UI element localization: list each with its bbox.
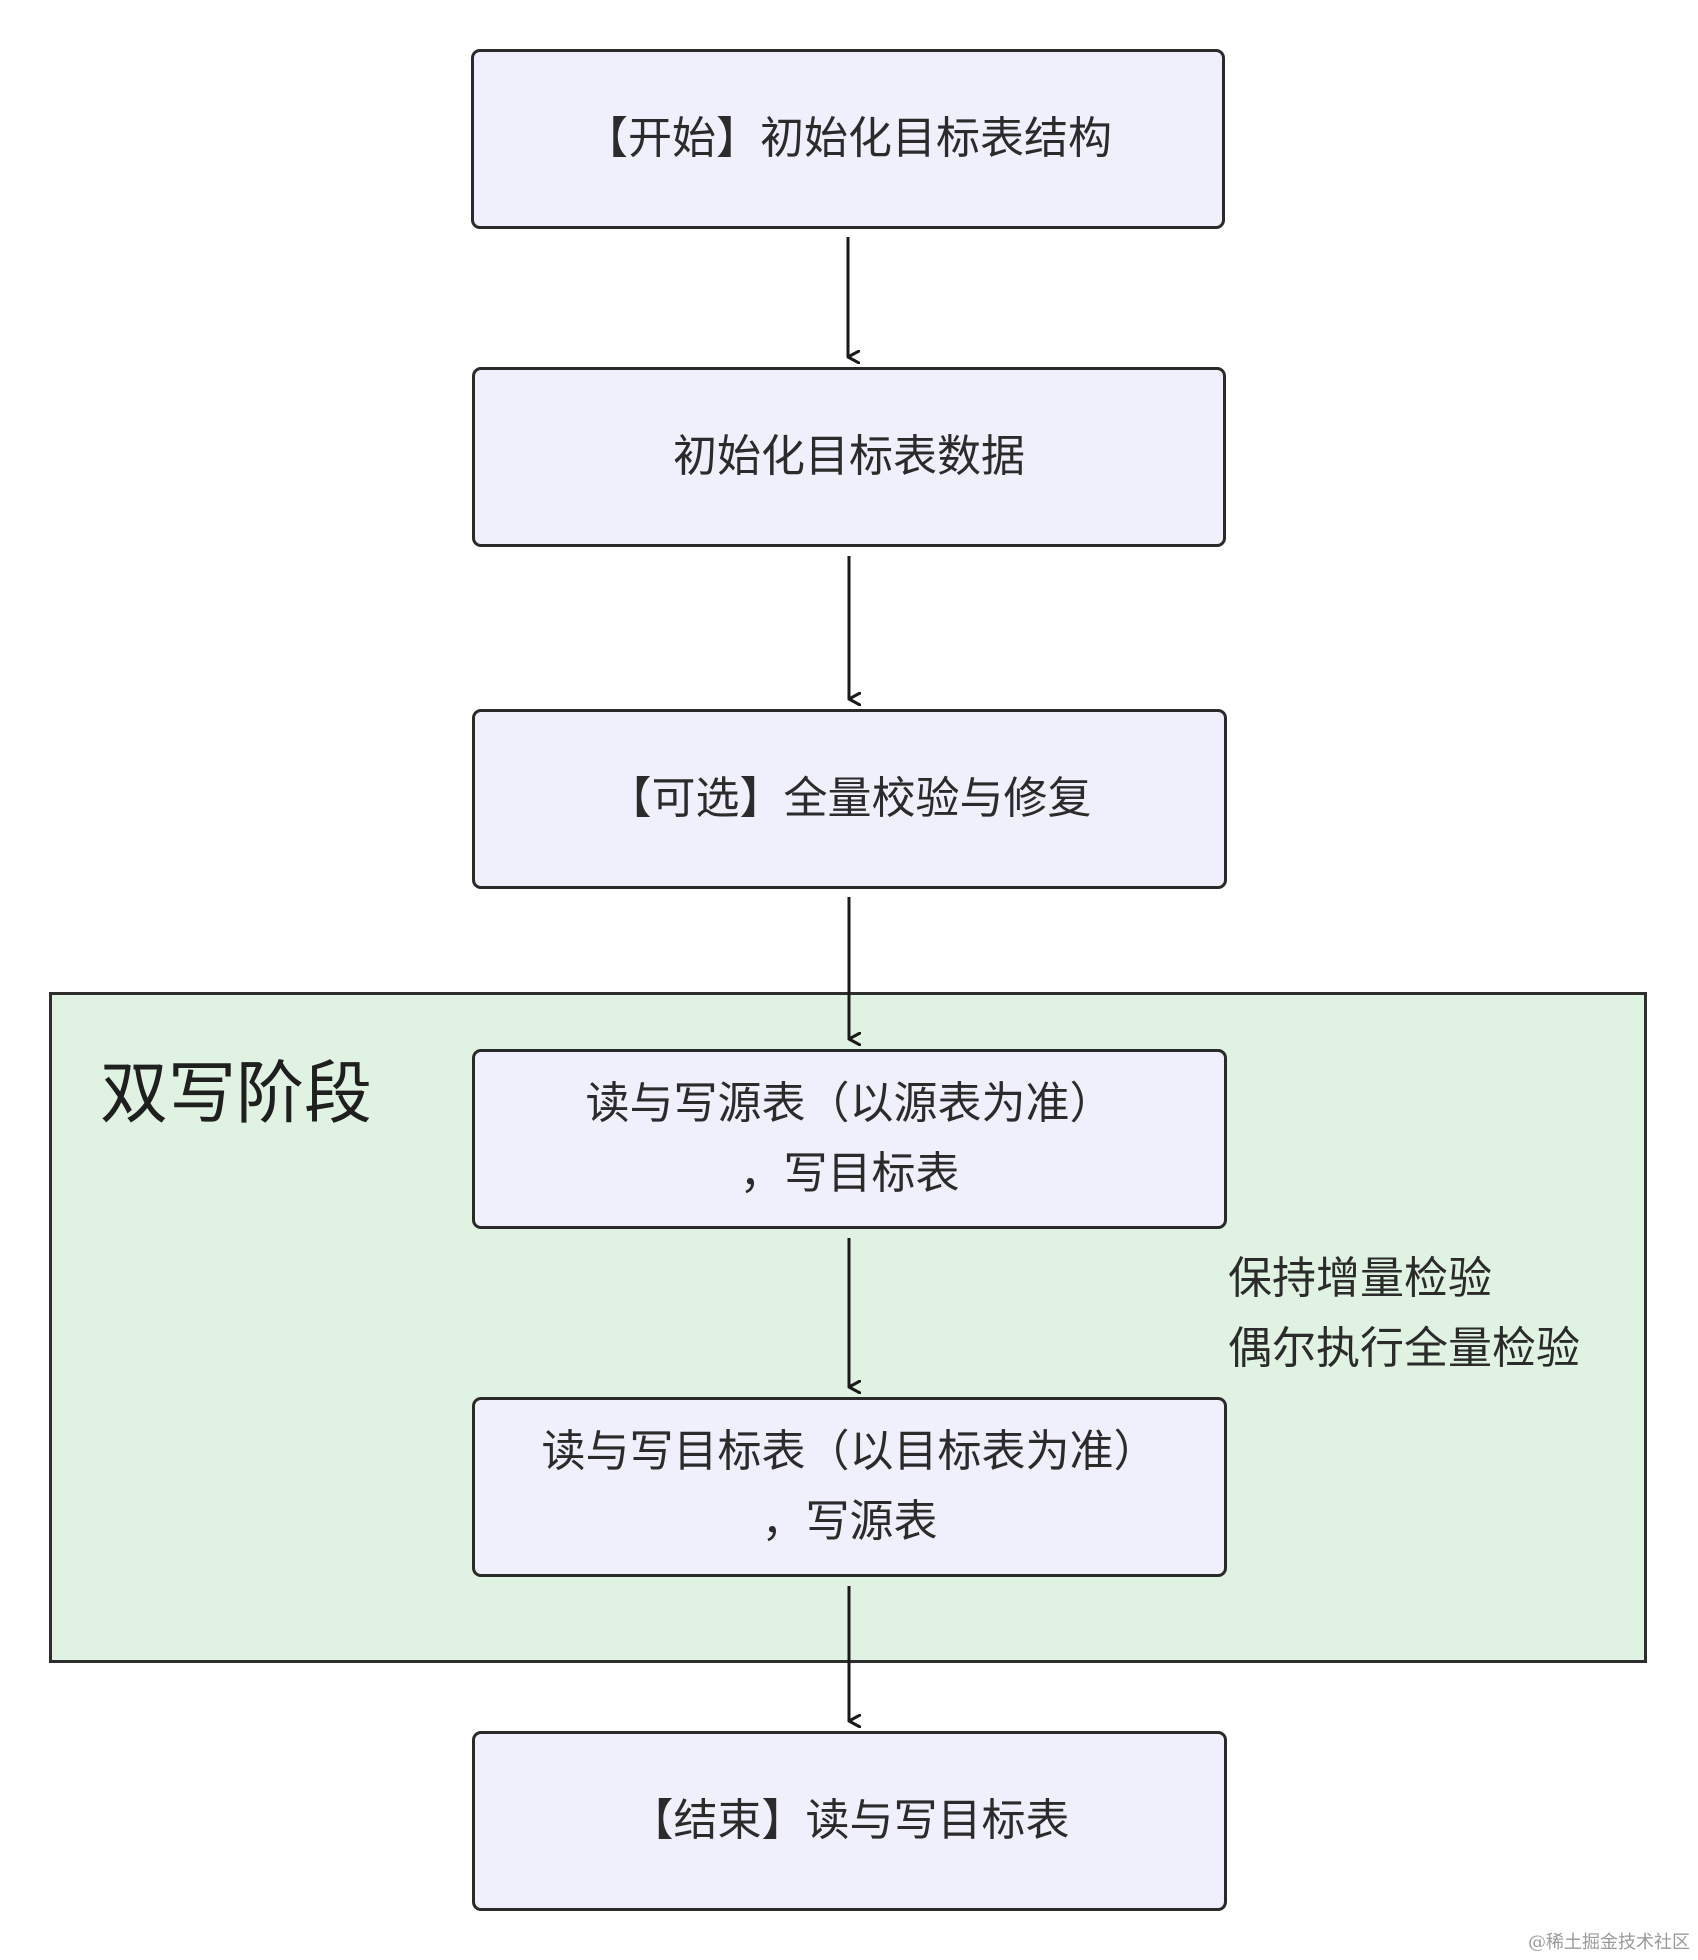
node-dual-write-source-label: 读与写源表（以源表为准） ，写目标表 — [586, 1069, 1114, 1209]
node-dual-write-target-line2: ，写源表 — [761, 1496, 938, 1547]
node-end-label: 【结束】读与写目标表 — [629, 1795, 1070, 1846]
watermark: @稀土掘金技术社区 — [1528, 1932, 1690, 1953]
node-end: 【结束】读与写目标表 — [472, 1731, 1227, 1911]
node-dual-write-source-line2: ，写目标表 — [739, 1148, 960, 1199]
node-dual-write-source: 读与写源表（以源表为准） ，写目标表 — [472, 1049, 1227, 1229]
side-note: 保持增量检验 偶尔执行全量检验 — [1228, 1244, 1580, 1384]
node-init-data-label: 初始化目标表数据 — [673, 431, 1025, 482]
node-start: 【开始】初始化目标表结构 — [471, 49, 1225, 229]
node-verify: 【可选】全量校验与修复 — [472, 709, 1227, 889]
node-init-data: 初始化目标表数据 — [472, 367, 1226, 547]
node-dual-write-source-line1: 读与写源表（以源表为准） — [585, 1078, 1114, 1129]
node-verify-label: 【可选】全量校验与修复 — [607, 773, 1092, 824]
node-dual-write-target-label: 读与写目标表（以目标表为准） ，写源表 — [542, 1417, 1158, 1557]
side-note-line1: 保持增量检验 — [1228, 1253, 1492, 1304]
node-dual-write-target: 读与写目标表（以目标表为准） ，写源表 — [472, 1397, 1227, 1577]
node-start-label: 【开始】初始化目标表结构 — [584, 113, 1112, 164]
node-dual-write-target-line1: 读与写目标表（以目标表为准） — [541, 1426, 1158, 1477]
side-note-line2: 偶尔执行全量检验 — [1228, 1323, 1580, 1374]
group-title: 双写阶段 — [100, 1055, 373, 1134]
